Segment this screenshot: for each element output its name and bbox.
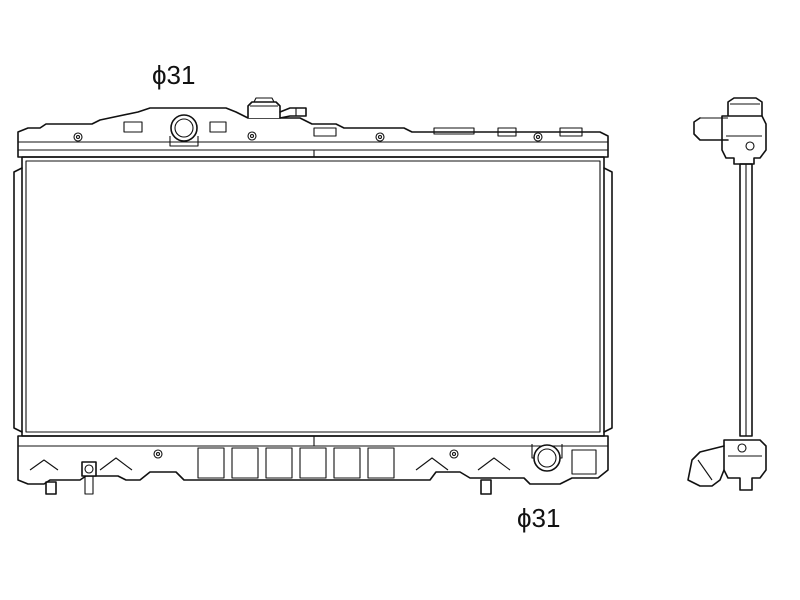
upper-tank (17, 107, 609, 158)
left-side-bracket (13, 167, 23, 433)
radiator-front-view (13, 97, 613, 495)
radiator-core (21, 156, 605, 437)
upper-inlet-pipe (169, 114, 199, 147)
radiator-core-inner (25, 160, 601, 433)
overflow-nozzle (279, 107, 307, 119)
right-side-bracket (603, 167, 613, 433)
drain-plug (81, 461, 97, 495)
radiator-side-view (687, 97, 767, 491)
lower-mount-pegs (45, 479, 492, 495)
lower-tank (17, 435, 609, 485)
radiator-cap (247, 97, 281, 118)
inlet-diameter-label: ϕ31 (152, 60, 196, 90)
lower-outlet-pipe (531, 444, 563, 472)
outlet-diameter-label: ϕ31 (517, 503, 561, 533)
